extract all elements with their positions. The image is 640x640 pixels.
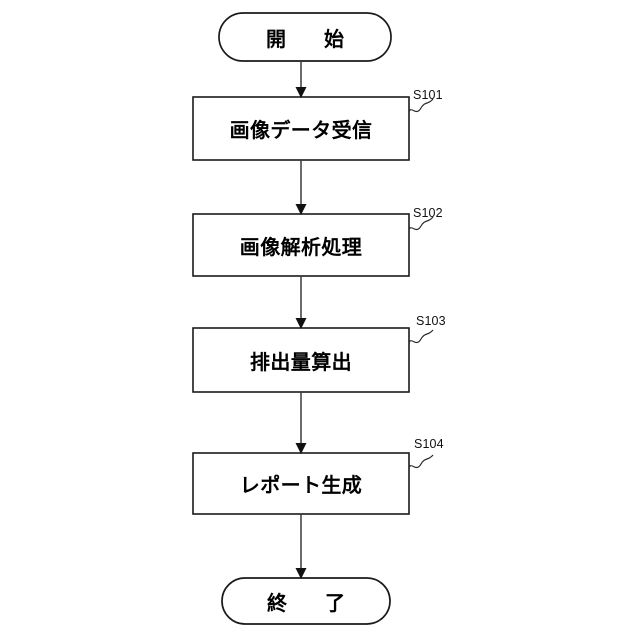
node-start-shape xyxy=(218,12,392,62)
edge-s104-to-end xyxy=(295,514,307,579)
edge-s102-to-s103 xyxy=(295,276,307,329)
edge-s101-to-s102 xyxy=(295,160,307,215)
node-s104-shape xyxy=(192,452,410,515)
node-s102-shape xyxy=(192,213,410,277)
node-s103-shape xyxy=(192,327,410,393)
leader-squiggle-s101 xyxy=(408,98,434,113)
leader-squiggle-s103 xyxy=(408,329,434,344)
node-s101-shape xyxy=(192,96,410,161)
leader-squiggle-s104 xyxy=(408,454,434,469)
edge-start-to-s101 xyxy=(295,61,307,98)
step-tag-s101: S101 xyxy=(413,88,443,102)
step-tag-s103: S103 xyxy=(416,314,446,328)
leader-squiggle-s102 xyxy=(408,216,434,231)
node-end-shape xyxy=(221,577,391,625)
step-tag-s104: S104 xyxy=(414,437,444,451)
step-tag-s102: S102 xyxy=(413,206,443,220)
edge-s103-to-s104 xyxy=(295,392,307,454)
